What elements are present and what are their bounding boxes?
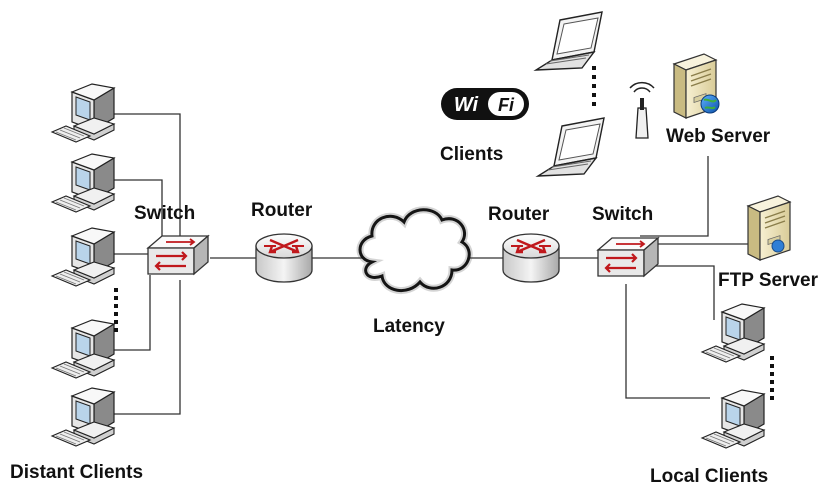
laptop-icon <box>535 11 603 71</box>
switch-right-label: Switch <box>592 204 654 225</box>
router-icon-left <box>254 232 314 284</box>
local-clients-group <box>701 303 774 449</box>
globe-icon <box>700 94 720 114</box>
vertical-ellipsis-icon <box>592 66 596 106</box>
wifi-clients-label: Clients <box>440 144 504 165</box>
router-icon-right <box>501 232 561 284</box>
vertical-ellipsis-icon <box>114 288 118 332</box>
latency-label: Latency <box>373 316 445 337</box>
network-switch-icon-right <box>596 236 660 278</box>
switch-left-label: Switch <box>134 203 196 224</box>
laptop-icon <box>537 117 605 177</box>
wireless-antenna-icon <box>629 81 655 139</box>
wifi-logo: Wi Fi <box>441 88 529 120</box>
router-left-label: Router <box>251 200 313 221</box>
desktop-computer-icon <box>701 389 765 449</box>
distant-clients-group <box>51 83 118 447</box>
local-clients-label: Local Clients <box>650 466 769 487</box>
desktop-computer-icon <box>51 83 115 143</box>
router-right-label: Router <box>488 204 550 225</box>
internet-cloud-icon <box>356 206 473 294</box>
wifi-logo-right-text: Fi <box>498 95 515 115</box>
desktop-computer-icon <box>51 319 115 379</box>
desktop-computer-icon <box>701 303 765 363</box>
ftp-badge-icon <box>771 239 785 253</box>
web-server-group <box>673 53 720 119</box>
server-tower-icon <box>747 195 791 261</box>
network-switch-icon-left <box>146 234 210 276</box>
desktop-computer-icon <box>51 153 115 213</box>
connection-lines <box>105 113 748 415</box>
desktop-computer-icon <box>51 387 115 447</box>
wifi-logo-left-text: Wi <box>454 94 479 116</box>
vertical-ellipsis-icon <box>770 356 774 400</box>
web-server-label: Web Server <box>666 126 771 147</box>
desktop-computer-icon <box>51 227 115 287</box>
ftp-server-label: FTP Server <box>718 270 818 291</box>
ftp-server-group <box>747 195 791 261</box>
distant-clients-label: Distant Clients <box>10 462 144 483</box>
